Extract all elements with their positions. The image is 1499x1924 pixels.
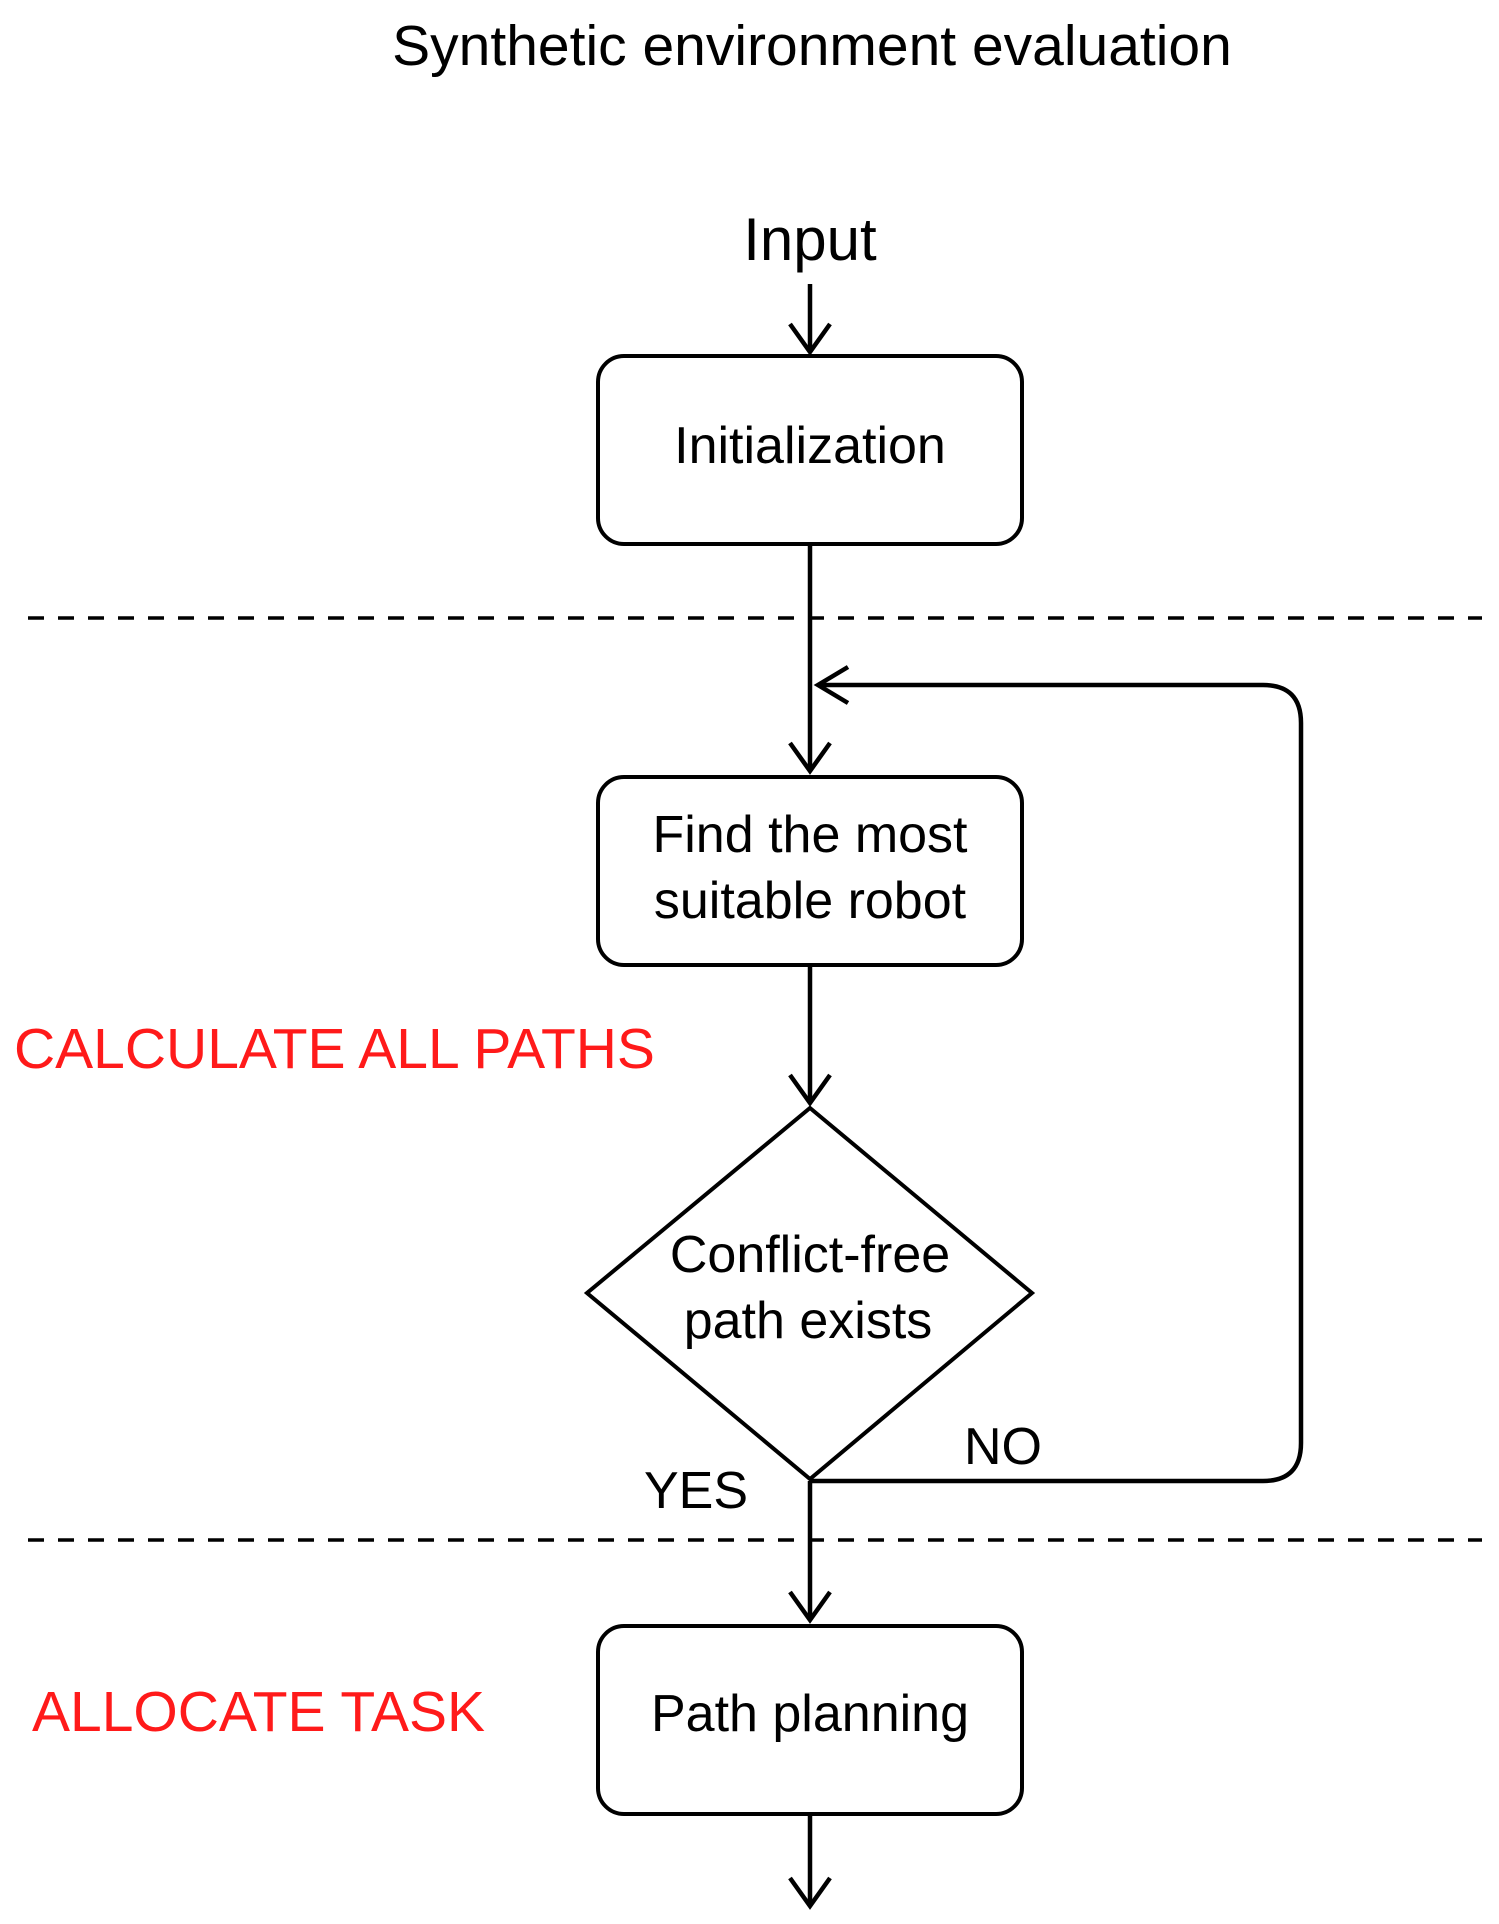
initialization-node: Initialization <box>596 354 1024 546</box>
path-planning-label: Path planning <box>651 1685 969 1743</box>
arrow-find-robot-to-decision <box>788 965 832 1107</box>
path-planning-node: Path planning <box>596 1624 1024 1816</box>
find-robot-label-line2: suitable robot <box>654 872 967 930</box>
find-robot-node: Find the most suitable robot <box>596 775 1024 967</box>
arrow-initialization-to-find-robot <box>788 544 832 775</box>
arrow-input-to-initialization <box>788 284 832 356</box>
arrow-path-planning-output <box>788 1814 832 1910</box>
arrow-decision-to-path-planning <box>788 1481 832 1624</box>
decision-label-line2: path exists <box>684 1292 933 1350</box>
decision-label-line1: Conflict-free <box>670 1226 950 1284</box>
phase-label-calculate: CALCULATE ALL PATHS <box>14 1017 655 1081</box>
phase-label-allocate: ALLOCATE TASK <box>32 1680 485 1744</box>
find-robot-label-line1: Find the most <box>652 806 968 864</box>
arrow-no-loop-back <box>810 665 1304 1484</box>
decision-node: Conflict-free path exists <box>583 1105 1036 1482</box>
branch-label-no: NO <box>964 1418 1042 1476</box>
initialization-label: Initialization <box>674 417 946 475</box>
branch-label-yes: YES <box>644 1462 748 1520</box>
diagram-title: Synthetic environment evaluation <box>392 14 1232 78</box>
input-label: Input <box>743 206 877 273</box>
